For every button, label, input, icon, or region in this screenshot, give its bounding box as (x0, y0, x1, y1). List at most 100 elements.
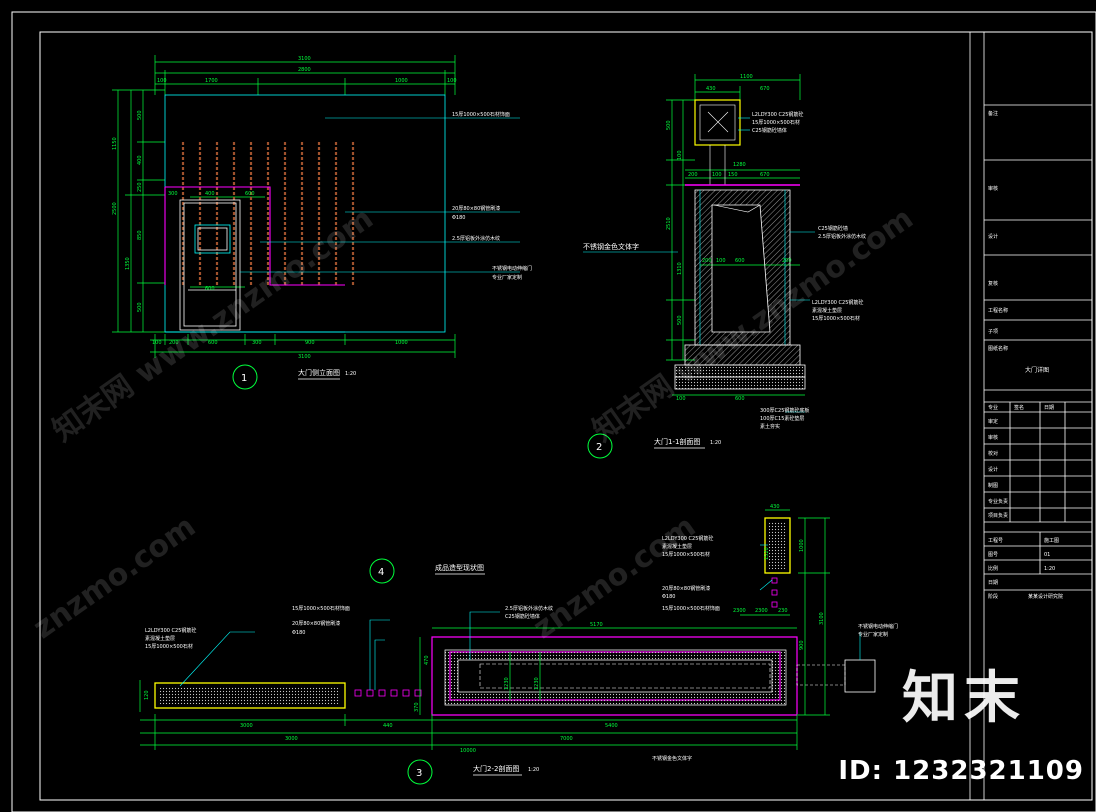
tb-row-remark: 备注 (988, 110, 998, 117)
sec2-dim-top-0: 5170 (590, 622, 603, 628)
sec2-note-mid-0: 15厚1000×500石材饰面 (292, 605, 350, 612)
tb-head-1: 签名 (1014, 404, 1024, 411)
sec2-dim-top-2: 2300 (733, 608, 746, 614)
front-dim-left-0: 1150 (112, 137, 118, 150)
front-note-4: 不锈钢电动伸缩门 (492, 265, 532, 272)
sec1-scale: 1:20 (710, 440, 721, 446)
sec2-dim-bottom-4: 7000 (560, 736, 573, 742)
sec2-note-gate-1: 专业厂家定制 (858, 631, 888, 638)
front-dim-left-6: 850 (137, 230, 143, 240)
front-note-1: 20厚80×80钢管刷漆 (452, 205, 500, 212)
sec1-note-top-1: 15厚1000×500石材 (752, 119, 800, 126)
sec1-note-bottom-2: 素土夯实 (760, 423, 780, 430)
sec2-note-top-1: C25钢筋砼墙体 (505, 613, 540, 620)
sec2-dim-right-2: 3100 (819, 612, 825, 625)
sec2-note-top-0: 2.5厚铝板外涂仿木纹 (505, 605, 553, 612)
tb-role-4: 制图 (988, 482, 998, 489)
outer-border (11, 11, 1096, 812)
tb-row-check: 复核 (988, 280, 998, 287)
sec2-small-squares (354, 577, 778, 697)
map-title: 成品造型现状图 (435, 563, 484, 572)
front-scale: 1:20 (345, 371, 356, 377)
front-dim-lines (112, 55, 456, 358)
sec2-dim-bottom-5: 10000 (460, 748, 476, 754)
callout-number-2: 2 (596, 442, 602, 453)
sec2-dim-right-1: 900 (799, 640, 805, 650)
sec2-dim-bottom-0: 3000 (240, 723, 253, 729)
sec1-dim-bottom-1: 600 (735, 396, 745, 402)
sec2-note-right-0: L2LDY300 C25钢筋砼 (662, 535, 713, 542)
sec1-dim-left-2: 2510 (666, 217, 672, 230)
drawing-frame (39, 31, 1093, 801)
sec2-left-block (154, 682, 346, 709)
title-block (969, 32, 1092, 800)
sec1-dim-top-2: 670 (760, 86, 770, 92)
view-section-1-1: 1100 430 670 1280 200 100 150 670 500 10… (583, 74, 866, 459)
sec2-dim-v-1: 1230 (534, 677, 540, 690)
tb-lower-0: 工程号 (988, 537, 1003, 544)
tb-lower-val-0: 施工图 (1044, 537, 1059, 544)
sec2-dim-bottom-2: 5400 (605, 723, 618, 729)
front-note-2: Φ180 (452, 215, 465, 221)
front-title: 大门侧立面图 (298, 368, 340, 377)
sec1-note-right-3: 素混凝土垫层 (812, 307, 842, 314)
callout-circle-2 (587, 433, 613, 459)
sec2-right-tower (764, 517, 791, 574)
front-dim-bottom-6: 3100 (298, 354, 311, 360)
front-dim-inner-2: 600 (245, 191, 255, 197)
sec1-dim-top-5: 100 (712, 172, 722, 178)
sec1-label-left: 不锈钢金色文体字 (583, 242, 639, 251)
tb-role-2: 校对 (988, 450, 998, 457)
front-dim-top-2: 100 (157, 78, 167, 84)
sec1-dim-top-7: 670 (760, 172, 770, 178)
sec2-note-left-1: 素混凝土垫层 (145, 635, 175, 642)
front-dim-inner-3: 600 (205, 286, 215, 292)
tb-head-2: 日期 (1044, 405, 1054, 411)
sec2-leaders (179, 544, 861, 690)
sec1-dim-top-6: 150 (728, 172, 738, 178)
sec2-dim-text: 5170 430 2300 2300 230 1520 1000 900 310… (144, 504, 825, 754)
front-dim-top-5: 100 (447, 78, 457, 84)
front-wood-slats (181, 142, 355, 285)
front-dim-left-5: 250 (137, 182, 143, 192)
sec2-note-right-4: Φ180 (662, 594, 675, 600)
sec1-top-block (694, 99, 741, 146)
sec1-dim-top-0: 1100 (740, 74, 753, 80)
front-gate-cabinet (179, 199, 241, 331)
sec2-dim-bottom-3: 3000 (285, 736, 298, 742)
front-dim-left-1: 2500 (112, 202, 118, 215)
view-section-2-2: 5170 430 2300 2300 230 1520 1000 900 310… (139, 504, 898, 785)
title-block-text: 备注 审核 设计 复核 工程名称 子项 图纸名称 大门详图 专业 签名 日期 审… (988, 110, 1063, 600)
callout-number-1: 1 (241, 373, 247, 384)
sec2-dim-lines (139, 509, 830, 750)
front-dim-bottom-3: 300 (252, 340, 262, 346)
front-dim-bottom-2: 600 (208, 340, 218, 346)
sec2-dim-v-2: 370 (414, 702, 420, 712)
front-note-0: 15厚1000×500石材饰面 (452, 111, 510, 118)
tb-lower-1: 图号 (988, 552, 998, 558)
sec1-dim-left-4: 500 (677, 315, 683, 325)
front-note-5: 专业厂家定制 (492, 274, 522, 281)
sec1-dim-bottom-0: 100 (676, 396, 686, 402)
callout-number-3: 3 (416, 768, 422, 779)
sec2-note-right-3: 20厚80×80钢管刷漆 (662, 585, 710, 592)
sec1-dim-text: 1100 430 670 1280 200 100 150 670 500 10… (666, 74, 792, 402)
tb-lower-val-1: 01 (1044, 552, 1050, 558)
front-dim-top-1: 2800 (298, 67, 311, 73)
front-dim-inner-0: 300 (168, 191, 178, 197)
sec1-top-block-rebar (699, 104, 736, 185)
front-wall-frame (164, 186, 345, 286)
sec2-dim-top-3: 2300 (755, 608, 768, 614)
sec1-dim-mid-2: 600 (735, 258, 745, 264)
tb-role-1: 审核 (988, 434, 998, 441)
tb-row-design: 设计 (988, 233, 998, 240)
sec2-note-right-2: 15厚1000×500石材 (662, 551, 710, 558)
sec1-dim-lines (666, 74, 805, 396)
sec2-dim-v-4: 470 (424, 655, 430, 665)
sec1-leaders (738, 117, 815, 413)
tb-head-0: 专业 (988, 404, 998, 411)
sec1-dim-mid-0: 200 (702, 258, 712, 264)
front-dim-top-4: 1000 (395, 78, 408, 84)
sec1-note-right-4: 15厚1000×500石材 (812, 315, 860, 322)
